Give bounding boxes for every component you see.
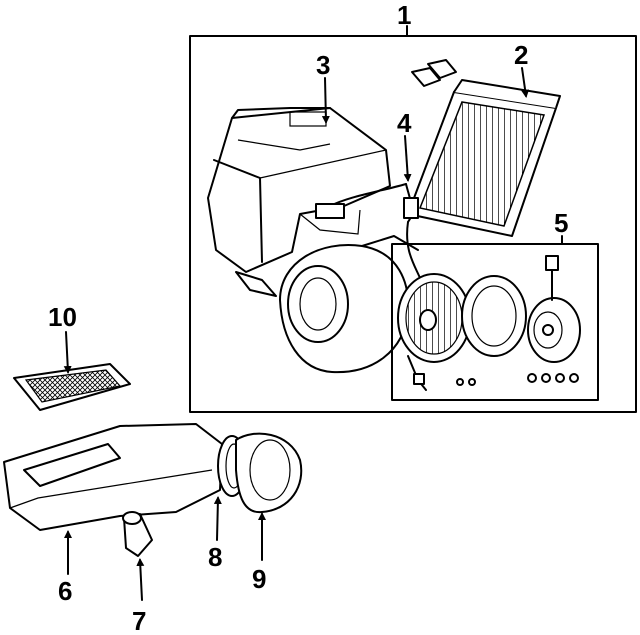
callout-8: 8 [208, 542, 222, 572]
gasket-ring [461, 275, 527, 357]
wiring-harness [315, 183, 421, 279]
blower-wheel [397, 273, 471, 391]
callout-10: 10 [48, 302, 77, 332]
blower-motor [456, 255, 581, 386]
callout-9: 9 [252, 564, 266, 594]
heater-case [207, 107, 391, 297]
blower-motor-box [391, 235, 599, 401]
heater-core [407, 59, 561, 237]
heater-assembly-box [189, 25, 637, 413]
air-inlet-screen [13, 363, 131, 411]
callout-7: 7 [132, 606, 146, 635]
callout-labels: 1 2 3 4 5 6 7 8 9 10 [48, 0, 568, 635]
callout-2: 2 [514, 40, 528, 70]
inlet-duct [3, 423, 223, 531]
callout-6: 6 [58, 576, 72, 606]
callout-1: 1 [397, 0, 411, 30]
drain-tube [122, 511, 153, 557]
callout-3: 3 [316, 50, 330, 80]
callout-4: 4 [397, 108, 412, 138]
blower-housing [279, 235, 419, 374]
duct-adapter [235, 432, 303, 514]
leader-lines [63, 67, 530, 601]
motor-hardware [456, 373, 579, 386]
callout-5: 5 [554, 208, 568, 238]
